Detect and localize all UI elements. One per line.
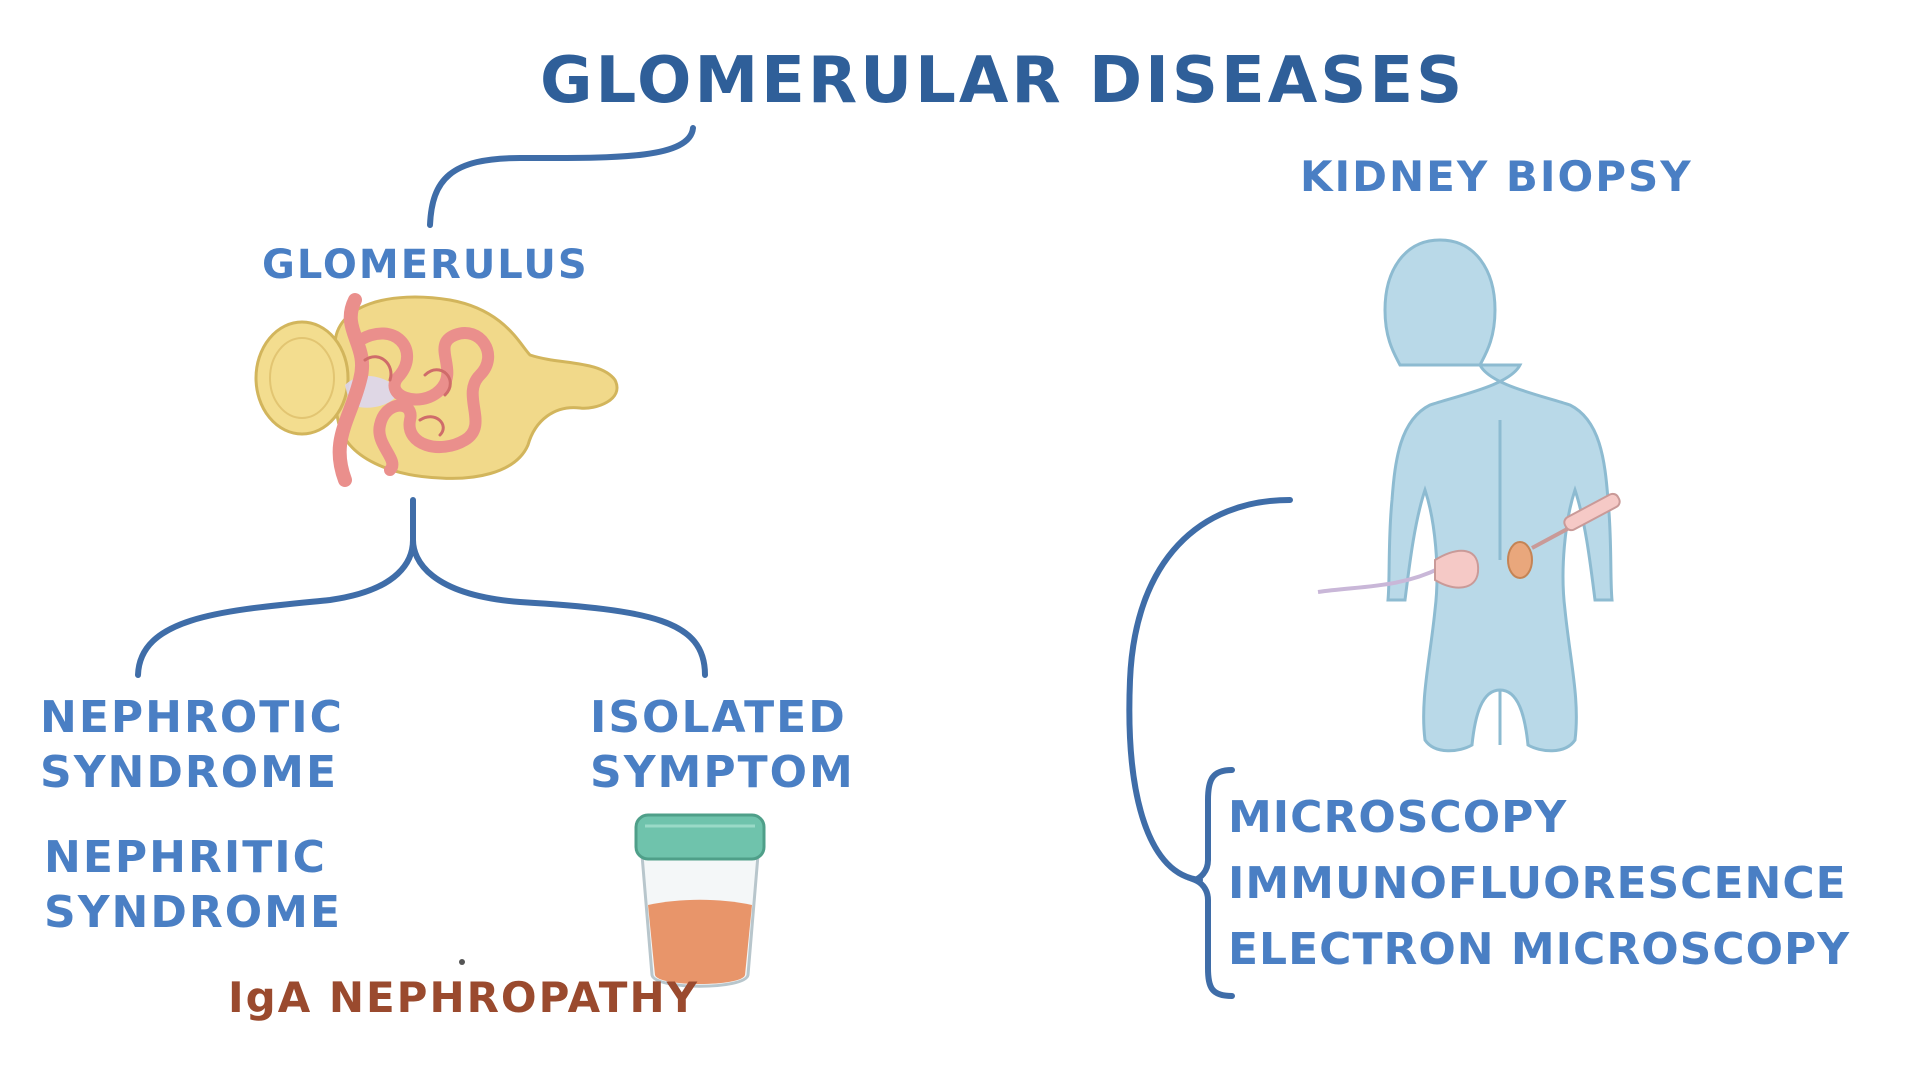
biopsy-methods-list: MICROSCOPY IMMUNOFLUORESCENCE ELECTRON M… (1228, 785, 1850, 983)
method-microscopy: MICROSCOPY (1228, 792, 1568, 843)
urine-cup-illustration (634, 813, 766, 988)
methods-brace (1186, 767, 1235, 999)
glomerulus-illustration (254, 293, 619, 487)
nephrotic-syndrome-label: NEPHROTIC SYNDROME (40, 692, 344, 798)
human-body-illustration (1317, 238, 1621, 753)
iga-nephropathy-label: IgA NEPHROPATHY (228, 973, 700, 1022)
kidney-biopsy-label: KIDNEY BIOPSY (1300, 152, 1693, 201)
page-title: GLOMERULAR DISEASES (540, 44, 1466, 118)
title-connector-line (427, 125, 696, 228)
glomerulus-label: GLOMERULUS (262, 242, 589, 288)
stray-dot (459, 959, 465, 965)
method-electron-microscopy: ELECTRON MICROSCOPY (1228, 924, 1851, 975)
biopsy-connector-line (1126, 497, 1293, 883)
category-branch-connector (135, 497, 708, 678)
isolated-symptom-label: ISOLATED SYMPTOM (590, 692, 855, 798)
nephritic-syndrome-label: NEPHRITIC SYNDROME (44, 832, 343, 938)
method-immunofluorescence: IMMUNOFLUORESCENCE (1228, 858, 1847, 909)
